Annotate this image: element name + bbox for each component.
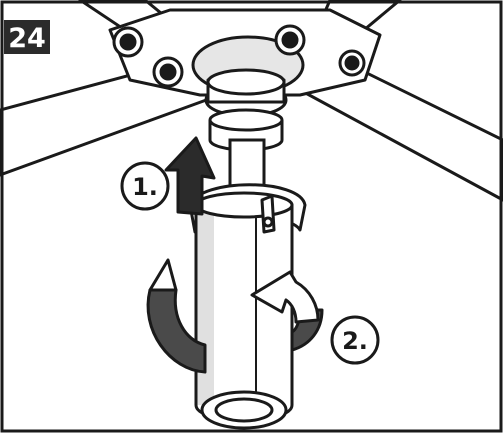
- step-callout-2: 2.: [330, 315, 380, 365]
- rotate-arrow-icon: [250, 270, 320, 324]
- arrow-up-icon: [164, 136, 216, 216]
- tube-top-rim: [194, 191, 294, 219]
- callout-circle: [330, 315, 380, 365]
- bolt-icon: [112, 26, 144, 58]
- bolts: [112, 24, 366, 88]
- callout-label-2: 2.: [342, 327, 368, 355]
- hub-ring: [206, 68, 286, 96]
- step-number-badge: 24: [4, 20, 50, 54]
- bolt-icon: [274, 24, 306, 56]
- step-number: 24: [8, 23, 46, 54]
- bolt-icon: [152, 56, 184, 88]
- callout-label-1: 1.: [132, 173, 158, 201]
- support-tube: [188, 183, 307, 430]
- step-callout-1: 1.: [120, 161, 170, 211]
- coupling-collar: [208, 108, 284, 152]
- twist-arrows: [146, 258, 324, 374]
- bolt-icon: [338, 49, 366, 77]
- callout-circle: [120, 161, 170, 211]
- rotate-arrow-icon: [146, 288, 207, 374]
